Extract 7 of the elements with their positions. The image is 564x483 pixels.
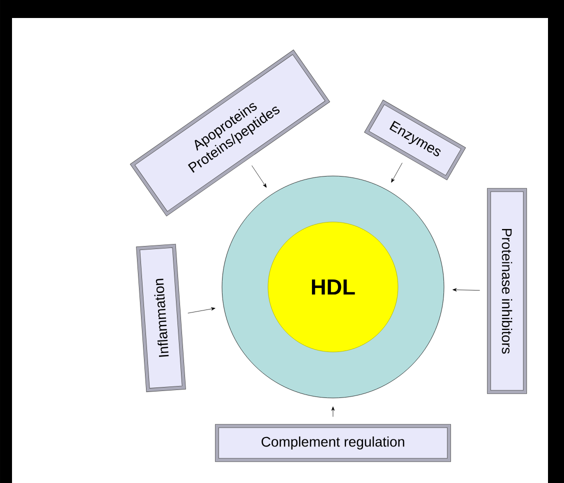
arrow (391, 162, 402, 183)
arrow (452, 288, 480, 292)
arrow (188, 307, 216, 314)
beveled-box: Proteinase inhibitors (487, 188, 527, 394)
arrow (331, 406, 335, 417)
beveled-box: Complement regulation (215, 424, 451, 462)
arrow (252, 165, 267, 188)
